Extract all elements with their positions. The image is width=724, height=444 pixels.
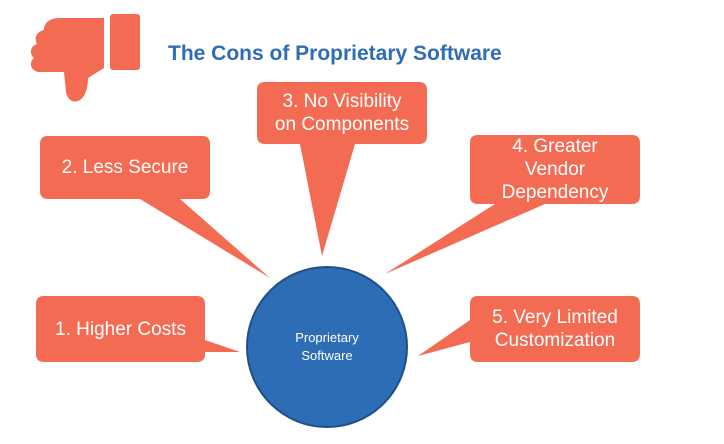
center-label: Proprietary Software	[250, 322, 404, 372]
bubble-higher-costs	[36, 296, 240, 362]
bubble-customization	[418, 296, 640, 362]
con-no-visibility-line1: 3. No Visibility	[282, 91, 402, 112]
con-vendor-dependency: 4. Greater Vendor Dependency	[470, 135, 640, 204]
center-label-line1: Proprietary	[295, 330, 359, 345]
con-customization-line1: 5. Very Limited	[492, 307, 618, 328]
bubble-less-secure	[40, 136, 270, 278]
con-customization-line2: Customization	[494, 330, 616, 351]
page-title: The Cons of Proprietary Software	[168, 42, 502, 65]
bubble-no-visibility	[257, 82, 427, 256]
con-higher-costs-label: 1. Higher Costs	[55, 318, 186, 340]
con-higher-costs: 1. Higher Costs	[36, 296, 205, 362]
con-less-secure: 2. Less Secure	[40, 136, 210, 199]
con-vendor-dependency-line2: Vendor	[524, 159, 586, 180]
con-no-visibility-line2: on Components	[274, 114, 410, 135]
center-circle	[246, 266, 408, 428]
con-vendor-dependency-line3: Dependency	[501, 182, 609, 203]
con-customization: 5. Very Limited Customization	[470, 296, 640, 362]
thumbs-down-icon	[30, 14, 140, 102]
con-less-secure-label: 2. Less Secure	[61, 157, 189, 178]
con-vendor-dependency-line1: 4. Greater	[512, 136, 598, 157]
center-label-line2: Software	[301, 348, 353, 363]
bubble-vendor-dependency	[385, 135, 640, 274]
con-no-visibility: 3. No Visibility on Components	[257, 82, 427, 144]
